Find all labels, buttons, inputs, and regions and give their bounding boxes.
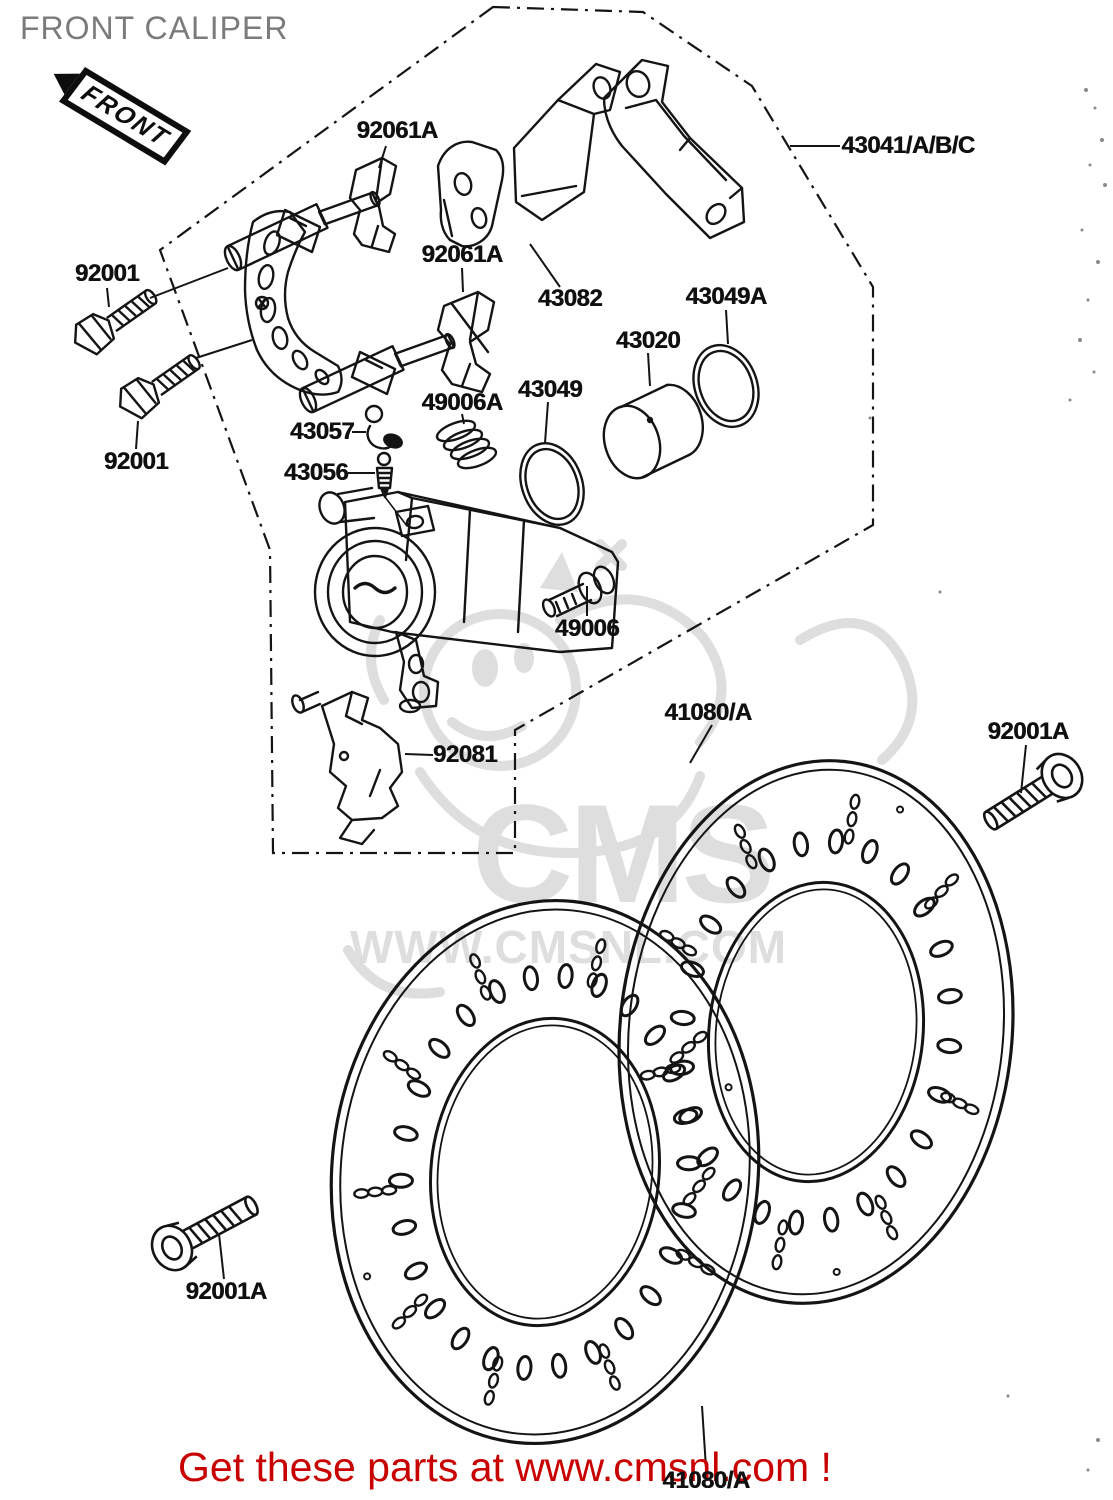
hex-bolt <box>73 288 158 356</box>
pad-holder-bracket <box>602 58 746 240</box>
dust-seal-43049a <box>692 343 760 429</box>
boot-49006a <box>435 419 498 470</box>
slide-pin-lower <box>298 332 456 414</box>
brake-discs-group <box>329 759 1015 1446</box>
pad-spring-clip-lower <box>436 290 496 394</box>
caliper-parts-artwork <box>223 58 760 846</box>
banjo-bolt-49006 <box>541 565 616 618</box>
hex-bolt <box>118 354 201 420</box>
pad-guide-92081 <box>291 690 404 846</box>
watermark-group: CMS WWW.CMSNL.COM <box>343 539 918 999</box>
caliper-body <box>313 486 620 714</box>
socket-screw <box>982 752 1084 831</box>
print-noise-speckles <box>868 88 1107 1472</box>
brake-pad-inner <box>436 140 505 248</box>
caliper-assembly-boundary <box>158 5 875 855</box>
fastener-screws-group <box>73 288 1084 1272</box>
fitting-43057 <box>364 404 403 450</box>
piston-43020 <box>602 383 704 480</box>
pad-spring-clip-upper <box>348 156 398 254</box>
promo-caption: Get these parts at www.cmsnl.com ! <box>178 1444 832 1490</box>
page-title: FRONT CALIPER <box>20 10 289 46</box>
brake-pad-outer <box>512 62 622 222</box>
leader-lines <box>106 145 1027 1469</box>
brake-disc-front <box>329 898 761 1446</box>
bleed-screw-43056 <box>375 451 408 527</box>
socket-screw <box>150 1195 259 1272</box>
piston-seal-43049 <box>519 442 585 526</box>
caliper-bracket <box>243 209 343 396</box>
